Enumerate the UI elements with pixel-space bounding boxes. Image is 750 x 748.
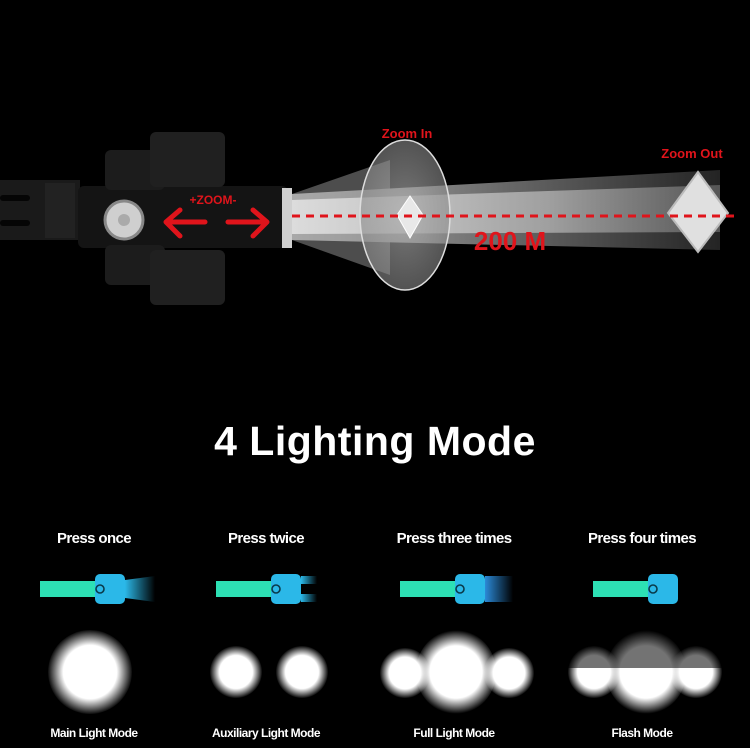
arrow-right-icon: [225, 207, 270, 239]
flashlight-icon: [172, 564, 360, 614]
mode-main: Press once Main Light Mode: [0, 528, 188, 740]
zoom-label: +ZOOM-: [190, 193, 237, 207]
mode-label: Auxiliary Light Mode: [211, 726, 321, 740]
auxiliary-beam-graphic: [172, 622, 360, 722]
mode-flash: Press four times Flash Mode: [548, 528, 736, 740]
flashlight-icon: [360, 564, 548, 614]
full-beam-graphic: [360, 622, 548, 722]
mode-full: Press three times Full Light Mode: [360, 528, 548, 740]
press-instruction: Press once: [56, 530, 132, 547]
mode-label: Main Light Mode: [50, 726, 138, 740]
arrow-left-icon: [163, 207, 208, 239]
main-beam-graphic: [0, 622, 188, 722]
flashlight-icon: [0, 564, 188, 614]
mode-auxiliary: Press twice Auxiliary Light Mode: [172, 528, 360, 740]
distance-label: 200 M: [474, 226, 546, 256]
zoom-in-label: Zoom In: [382, 126, 433, 141]
press-instruction: Press four times: [588, 530, 697, 547]
mode-label: Flash Mode: [611, 726, 673, 740]
page-title: 4 Lighting Mode: [214, 418, 536, 464]
flash-beam-graphic: [548, 622, 736, 722]
mode-label: Full Light Mode: [413, 726, 495, 740]
zoom-flashlight-illustration: +ZOOM- Zoom In Zoom Out 200 M: [0, 126, 735, 305]
flashlight-body: [0, 132, 292, 305]
zoom-out-diamond: [666, 170, 730, 254]
press-instruction: Press three times: [396, 530, 512, 547]
zoom-out-label: Zoom Out: [661, 146, 723, 161]
press-instruction: Press twice: [228, 530, 305, 547]
flashlight-icon: [548, 564, 736, 614]
